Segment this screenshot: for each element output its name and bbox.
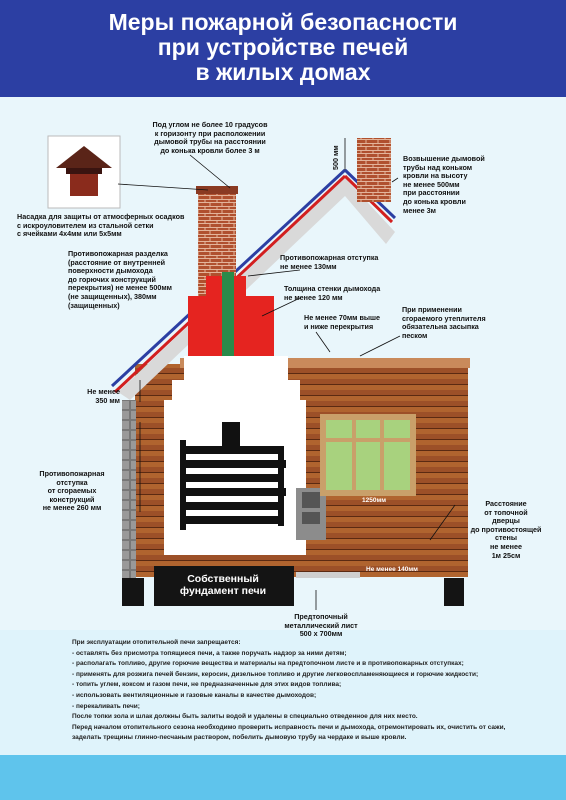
corner-post-right xyxy=(444,578,464,606)
label-door-distance: Расстояние от топочной дверцы до противо… xyxy=(470,499,542,560)
ceiling-beam xyxy=(180,358,470,368)
foundation xyxy=(154,566,294,606)
label-fire-cut: Противопожарная разделка (расстояние от … xyxy=(68,249,172,310)
label-metal-sheet: Предтопочный металлический лист 500 х 70… xyxy=(284,612,358,639)
label-dim-1250: 1250мм xyxy=(362,497,387,504)
note-item: заделать трещины глинно-песчаным раствор… xyxy=(72,734,407,742)
note-item: После топки зола и шлак должны быть зали… xyxy=(72,713,418,721)
chimney-cap-illustration xyxy=(47,135,121,209)
note-item: - применять для розжига печей бензин, ке… xyxy=(72,670,479,678)
label-chimney-angle: Под углом не более 10 градусов к горизон… xyxy=(152,120,268,155)
corner-post-left xyxy=(122,578,144,606)
safety-notes: При эксплуатации отопительной печи запре… xyxy=(72,638,512,744)
label-wall-120: Толщина стенки дымохода не менее 120 мм xyxy=(284,284,381,302)
header-banner xyxy=(0,0,566,97)
stone-corner xyxy=(122,400,136,578)
label-side-gap: Противопожарная отступка от сгораемых ко… xyxy=(39,469,105,513)
dimension-lines xyxy=(117,138,456,610)
label-cap: Насадка для защиты от атмосферных осадко… xyxy=(17,212,185,239)
note-item: - использовать вентиляционные и газовые … xyxy=(72,691,317,699)
label-insulation: При применении сгораемого утеплителя обя… xyxy=(402,305,486,340)
stove xyxy=(164,356,360,578)
title-line-1: Меры пожарной безопасности xyxy=(108,9,458,35)
page-title: Меры пожарной безопасности при устройств… xyxy=(20,10,546,85)
label-dim-140: Не менее 140мм xyxy=(366,566,418,573)
label-min-350: Не менее 350 мм xyxy=(87,387,120,405)
note-item: Перед началом отопительного сезона необх… xyxy=(72,723,506,731)
chimney-right xyxy=(357,138,391,202)
label-fire-gap-130: Противопожарная отступка не менее 130мм xyxy=(280,253,379,271)
label-above-70: Не менее 70мм выше и ниже перекрытия xyxy=(304,313,381,331)
note-item: - оставлять без присмотра топящиеся печи… xyxy=(72,649,347,657)
note-item: - перекаливать печи; xyxy=(72,702,140,710)
note-item: - располагать топливо, другие горючие ве… xyxy=(72,660,464,668)
window xyxy=(320,414,416,496)
title-line-3: в жилых домах xyxy=(195,59,371,85)
note-item: - топить углем, коксом и газом печи, не … xyxy=(72,681,342,689)
label-height-500: 500 мм xyxy=(331,145,341,170)
label-elevation: Возвышение дымовой трубы над коньком кро… xyxy=(403,154,485,215)
footer-band xyxy=(0,755,566,800)
notes-heading: При эксплуатации отопительной печи запре… xyxy=(72,639,241,646)
label-foundation: Собственный фундамент печи xyxy=(179,573,267,597)
title-line-2: при устройстве печей xyxy=(157,34,409,60)
